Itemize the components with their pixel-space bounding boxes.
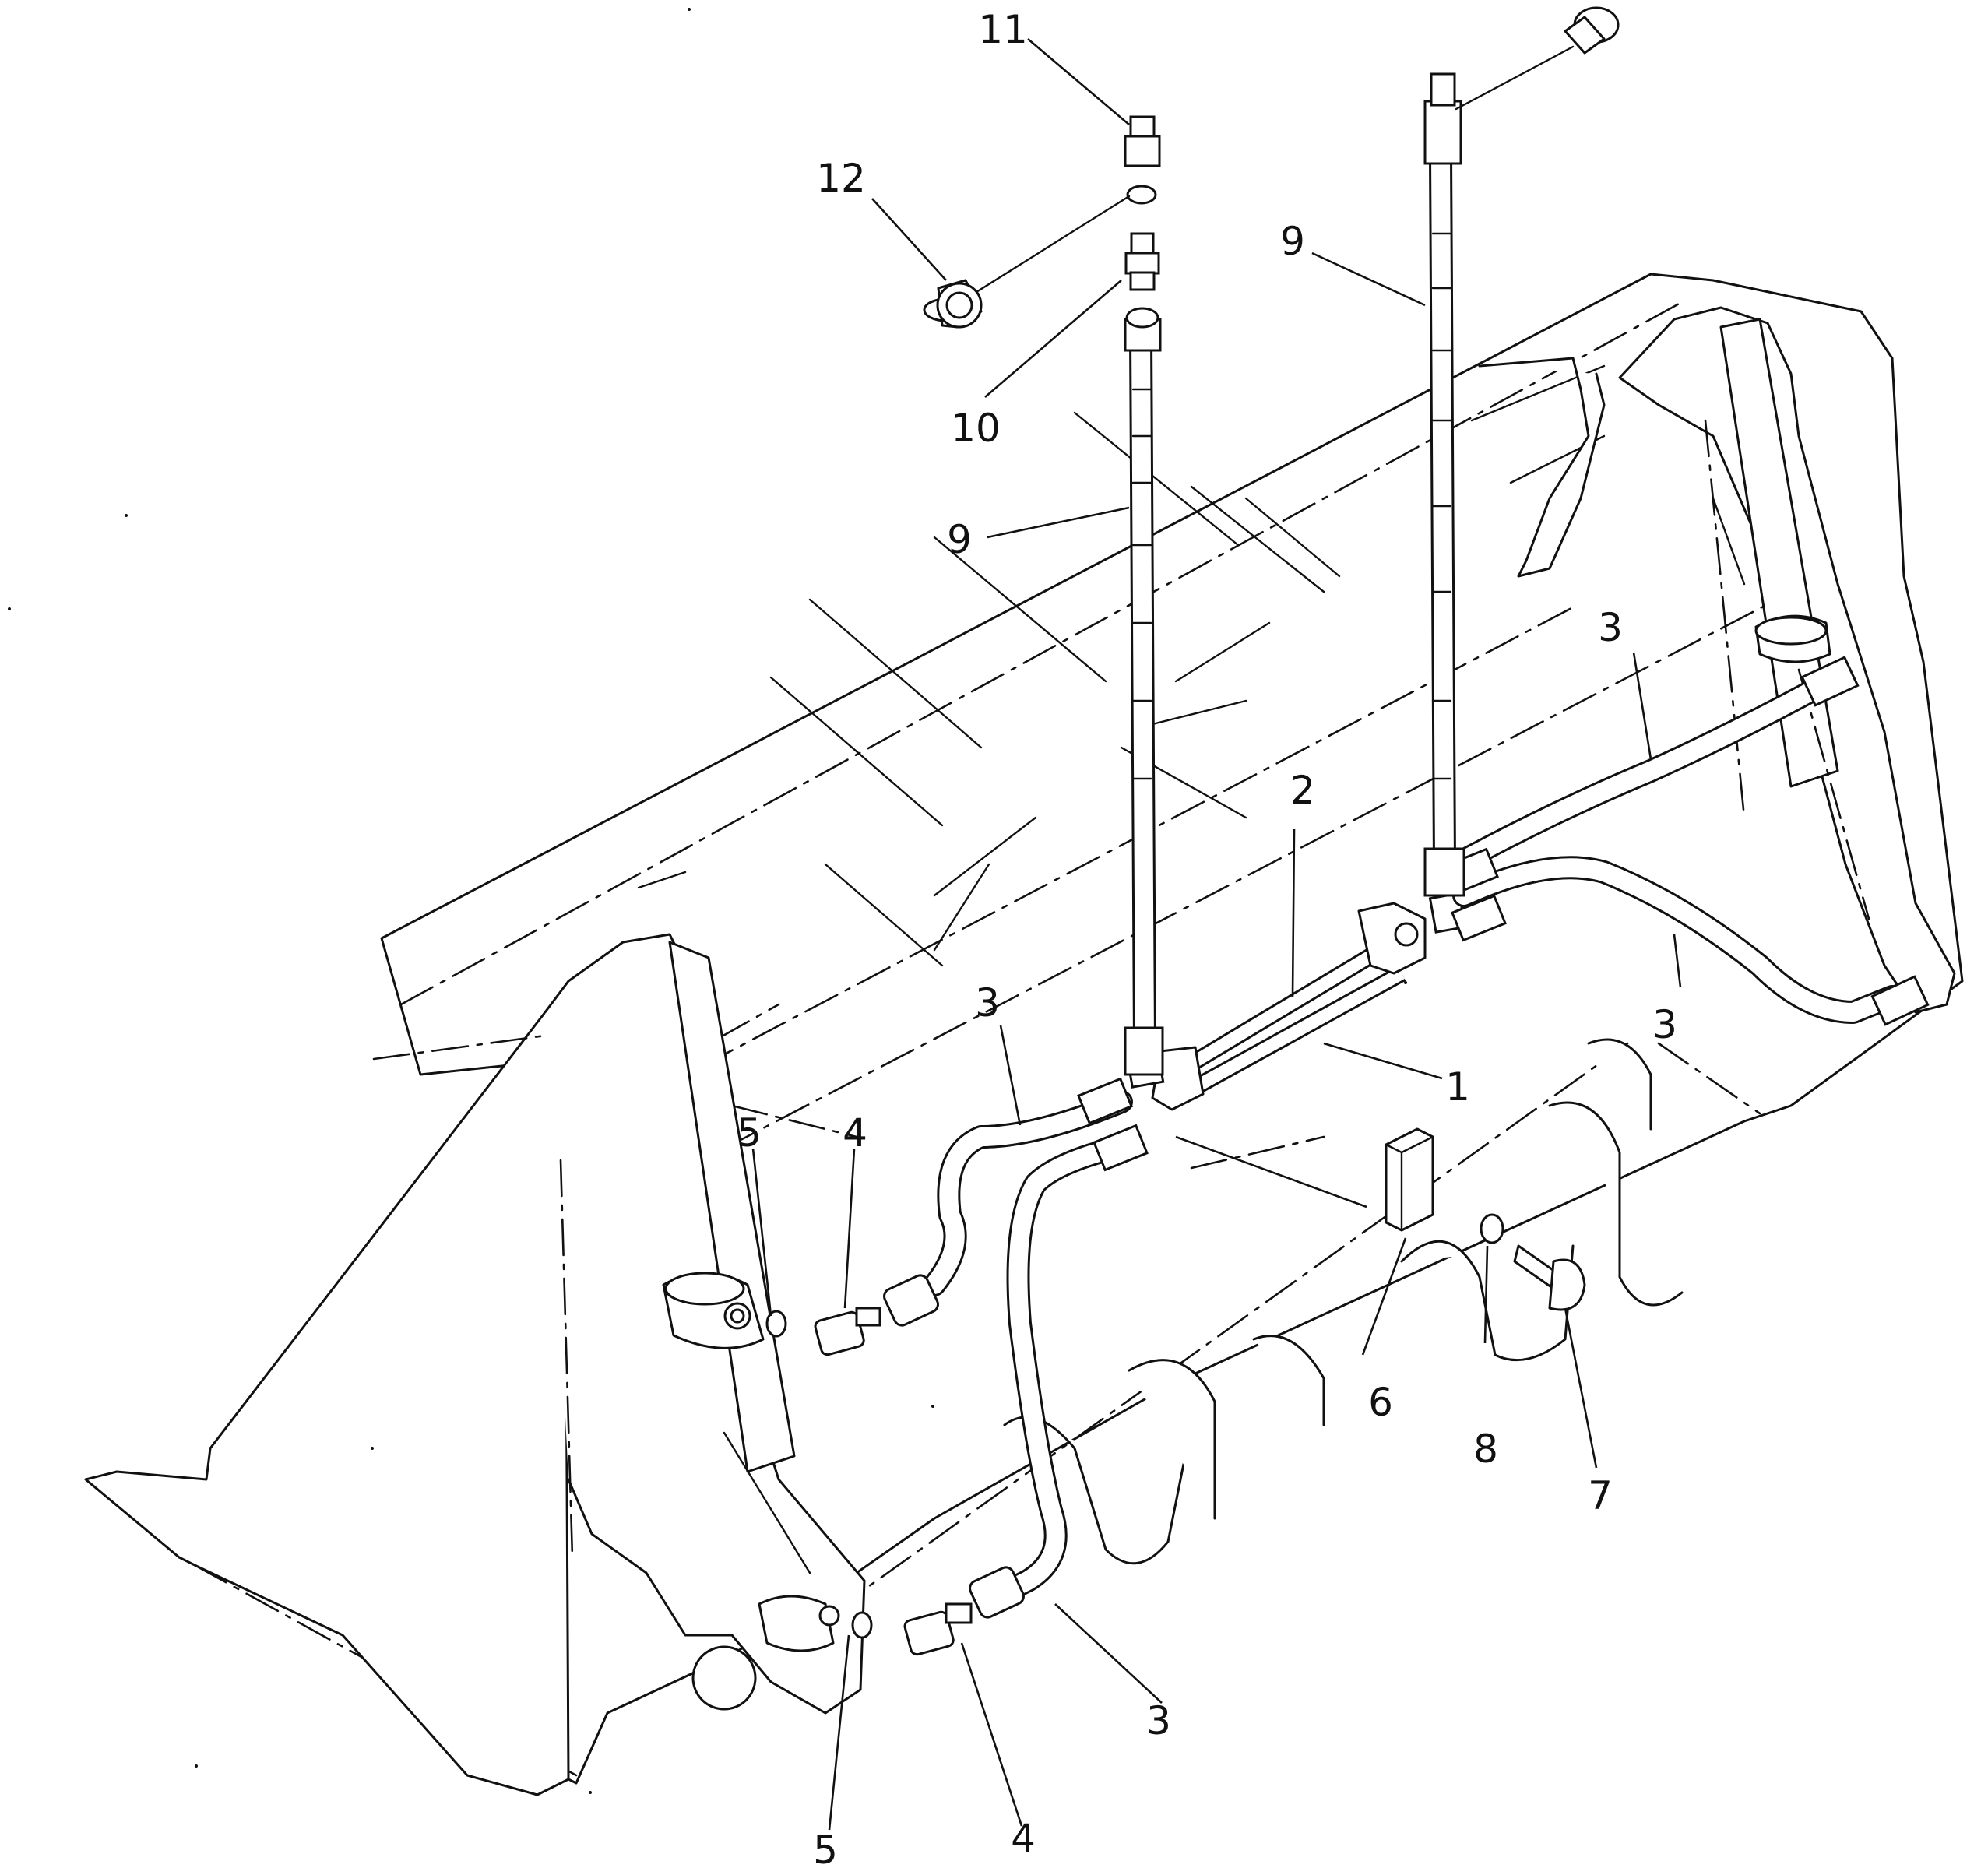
callout-1: 1: [1445, 1064, 1470, 1110]
callout-7: 7: [1588, 1473, 1613, 1518]
plug-part-11: [1124, 115, 1161, 167]
clamp-part-6: [1385, 1127, 1434, 1232]
washer-part-8: [1480, 1213, 1504, 1244]
callout-8: 8: [1473, 1426, 1498, 1472]
leader-lines: [751, 38, 1682, 1831]
right-arm-assembly: [1478, 306, 1956, 1014]
callout-6: 6: [1368, 1380, 1393, 1425]
callout-3c: 3: [1652, 1002, 1677, 1047]
left-side-plate: [84, 1011, 570, 1796]
callout-9a: 9: [1280, 219, 1305, 264]
callout-4b: 4: [1011, 1816, 1036, 1861]
callout-labels: 1 2 3 3 3 3 4 4 5 5 6 7 8 9 9 10 11 12: [737, 7, 1677, 1873]
elbow-part-4-lower: [903, 1602, 973, 1656]
nipple-part-10: [1124, 232, 1160, 291]
vertical-hoses: [1124, 72, 1465, 1076]
bolt-part-7: [1513, 1244, 1586, 1311]
callout-11: 11: [978, 7, 1028, 52]
washer-under-plug: [1126, 185, 1157, 205]
callout-3d: 3: [1146, 1698, 1171, 1743]
callout-12: 12: [816, 156, 866, 201]
callout-5b: 5: [813, 1828, 838, 1873]
scan-specks: [8, 8, 1407, 1794]
bucket-lip: [1003, 1038, 1684, 1565]
left-arm-assembly: [84, 933, 866, 1796]
hoses: [883, 656, 1930, 1619]
dust-cap-part-12: [923, 195, 1131, 329]
callout-3b: 3: [975, 980, 1000, 1025]
callout-3a: 3: [1598, 605, 1623, 650]
callout-9b: 9: [947, 517, 972, 562]
elbow-part-4-upper: [814, 1307, 881, 1356]
o-ring-part-5-upper: [765, 1310, 787, 1338]
callout-10: 10: [951, 406, 1001, 451]
callout-2: 2: [1290, 768, 1315, 813]
right-clamp-block: [1357, 902, 1427, 975]
small-parts: [765, 6, 1620, 1656]
o-ring-part-5-lower: [851, 1611, 873, 1639]
callout-4a: 4: [843, 1110, 867, 1156]
dust-cap-top-right: [1455, 6, 1620, 111]
left-clamp-block: [1151, 1046, 1205, 1111]
callout-5a: 5: [737, 1110, 762, 1156]
pipe-assembly: [1124, 892, 1467, 1111]
